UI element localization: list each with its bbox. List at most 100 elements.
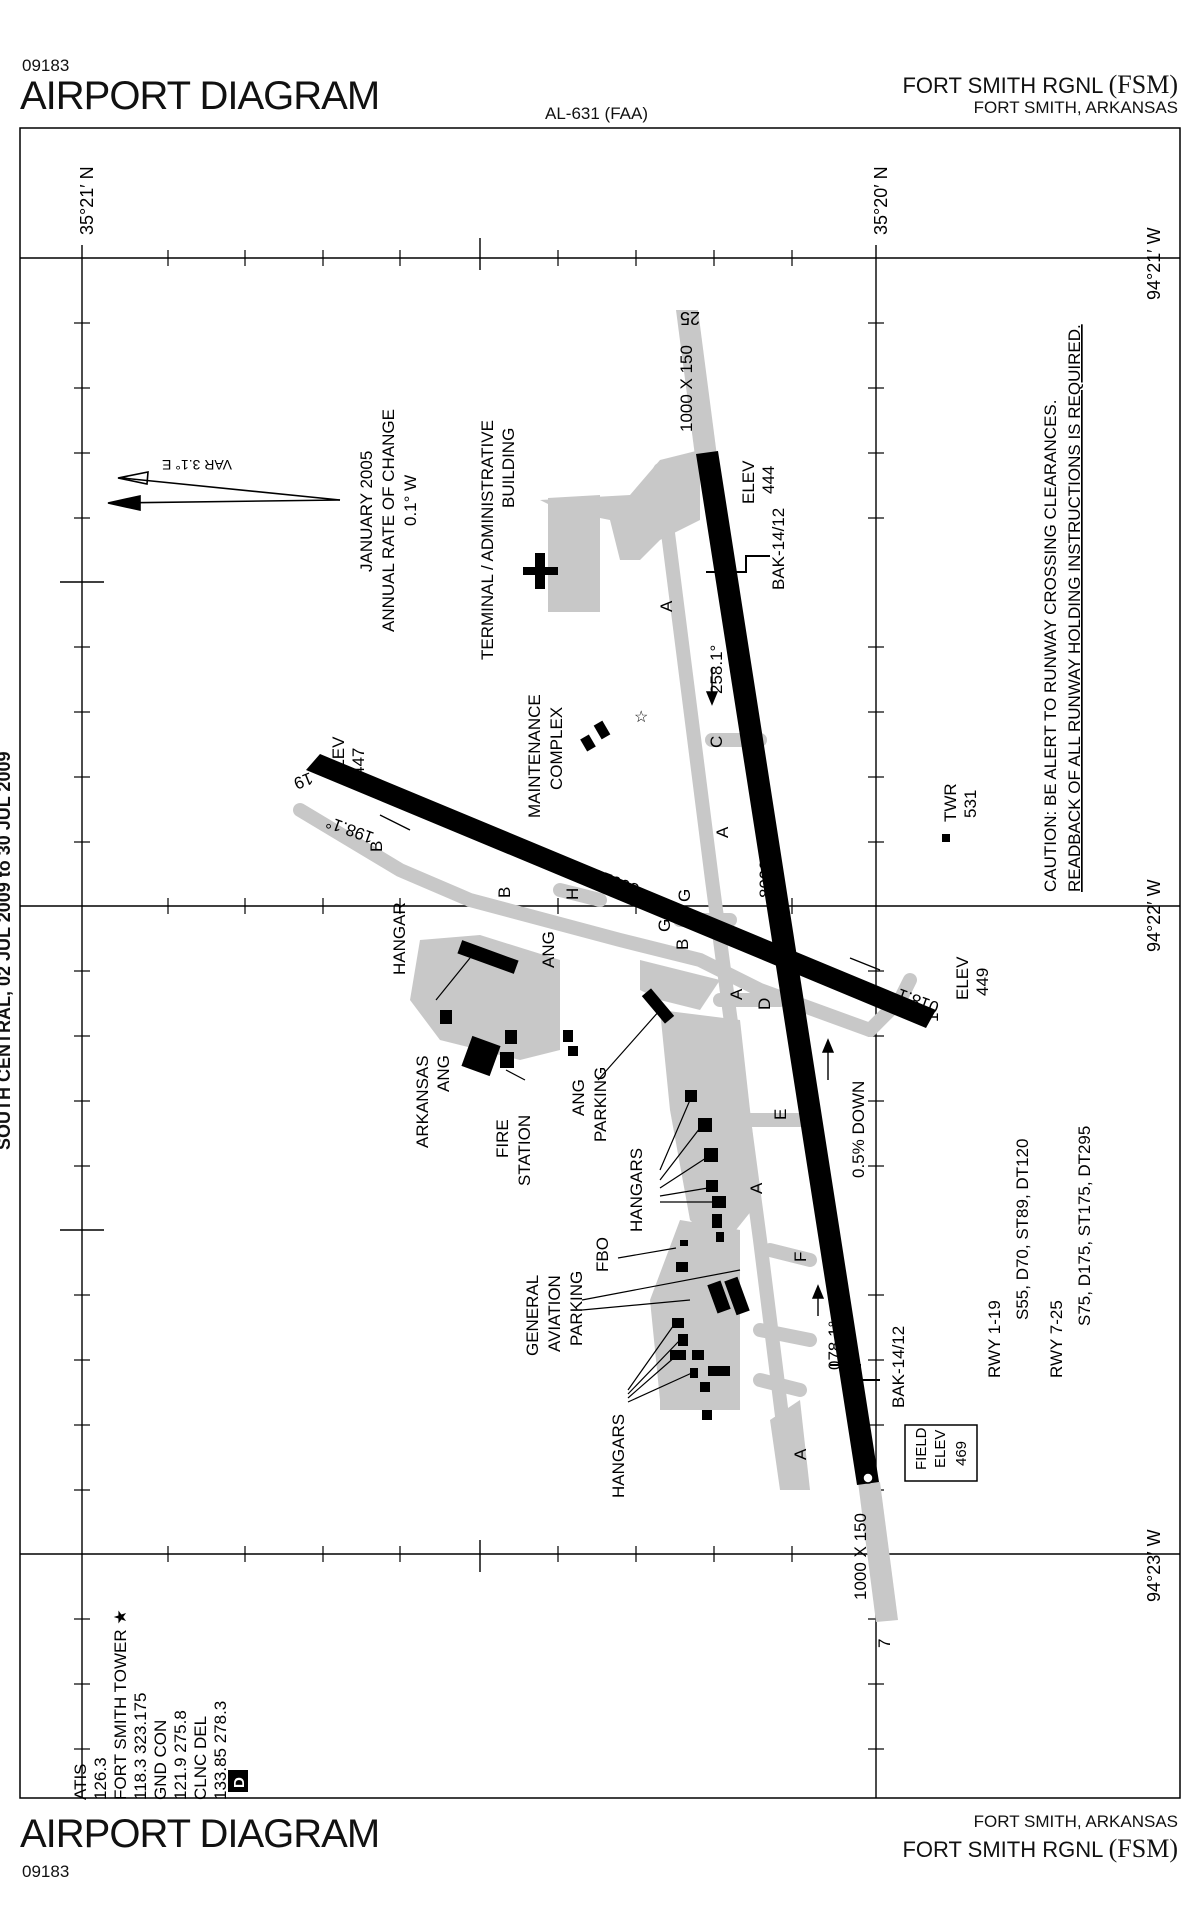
- leader-hangars-low-4: [627, 1371, 695, 1403]
- magnetic-north-line: [121, 477, 341, 501]
- arrow-078-head: [811, 1284, 825, 1299]
- runway-overruns: [676, 310, 898, 1622]
- true-north-head: [107, 495, 141, 511]
- taxiway-letter: A: [727, 988, 746, 1000]
- leader-hangars-4: [659, 1187, 709, 1197]
- map-labels: 35°21′ N 35°20′ N 94°21′ W 94°22′ W 94°2…: [71, 166, 1164, 1800]
- taxiway-letter: D: [755, 998, 774, 1010]
- arrow-slope-head: [821, 1038, 835, 1053]
- leader-hangars-2: [659, 1127, 701, 1181]
- building-2: [505, 1030, 517, 1044]
- ga-building-9: [700, 1382, 710, 1392]
- magnetic-north-head: [117, 471, 149, 485]
- fbo-building-2: [676, 1262, 688, 1272]
- bak-symbols: [706, 555, 880, 1381]
- elev-444: 444: [759, 466, 778, 494]
- taxiway-letter: A: [747, 1182, 766, 1194]
- footer-airport-id: (FSM): [1108, 1834, 1178, 1863]
- ga-building-6: [692, 1350, 704, 1360]
- ang-label: ANG: [539, 931, 558, 968]
- apron-ang: [410, 935, 560, 1060]
- ga-building-7: [690, 1368, 698, 1378]
- hdg-078-label: 078.1°: [825, 1321, 844, 1370]
- footer-title: AIRPORT DIAGRAM: [20, 1812, 380, 1856]
- hangar-6: [712, 1214, 722, 1228]
- field-elev-value: 469: [953, 1441, 970, 1466]
- header-airport-name: FORT SMITH RGNL: [902, 73, 1103, 98]
- fire-station-building: [500, 1052, 514, 1068]
- dims-7-25-label: 8000 x 150: [756, 814, 775, 898]
- taxiway-letter: E: [771, 1109, 790, 1120]
- slope-label: 0.5% DOWN: [849, 1081, 868, 1178]
- leader-fire: [505, 1069, 526, 1081]
- fbo-label: FBO: [593, 1237, 612, 1272]
- taxiway-letter: G: [675, 889, 694, 902]
- ga-building-10: [702, 1410, 712, 1420]
- twr-label: TWR: [941, 783, 960, 822]
- true-north-line: [111, 499, 341, 504]
- elev-447-label: ELEV: [329, 736, 348, 780]
- service-badge: [228, 1770, 248, 1792]
- field-elev-label-1: FIELD: [913, 1427, 930, 1470]
- hangar-5: [712, 1196, 726, 1208]
- clnc-freq: 133.85 278.3: [211, 1701, 230, 1800]
- leader-lines: [435, 957, 741, 1403]
- lat-right-label: 35°20′ N: [871, 166, 891, 235]
- leader-hangars-1: [659, 1099, 691, 1171]
- bak-bottom-symbol: [830, 1364, 880, 1381]
- hangars-low-label: HANGARS: [609, 1414, 628, 1498]
- elev-449-label: ELEV: [953, 956, 972, 1000]
- arrow-258-head: [705, 691, 719, 706]
- taxiway-letter: G: [655, 919, 674, 932]
- overrun-25-label: 1000 X 150: [677, 345, 696, 432]
- maint-label-2: COMPLEX: [547, 707, 566, 790]
- taxiway-letter: B: [495, 887, 514, 898]
- hangar-ang: [457, 940, 519, 974]
- maint-label-1: MAINTENANCE: [525, 694, 544, 818]
- elev-449: 449: [973, 968, 992, 996]
- ga-label-2: AVIATION: [545, 1275, 564, 1352]
- str-1-19: S55, D70, ST89, DT120: [1013, 1139, 1032, 1320]
- lon-top-label: 94°21′ W: [1144, 227, 1164, 300]
- gnd-freq: 121.9 275.8: [171, 1710, 190, 1800]
- building-3: [563, 1030, 573, 1042]
- str-7-25-label: RWY 7-25: [1047, 1300, 1066, 1378]
- ga-building-1: [707, 1280, 731, 1314]
- bak-bottom-label: BAK-14/12: [889, 1326, 908, 1408]
- taxiway-letter: B: [673, 939, 692, 950]
- hdg-258-label: 258.1°: [707, 645, 726, 694]
- leader-hangars-3: [659, 1157, 707, 1189]
- leader-ga-2: [581, 1299, 691, 1311]
- service-badge-text: D: [231, 1777, 248, 1788]
- ga-label-3: PARKING: [567, 1271, 586, 1346]
- atis-freq: 126.3: [91, 1757, 110, 1800]
- heading-arrows: [379, 668, 881, 1316]
- terminal-label-2: BUILDING: [499, 428, 518, 508]
- ga-building-3: [672, 1318, 684, 1328]
- taxiway-letter: B: [367, 841, 386, 852]
- ga-building-2: [724, 1276, 750, 1316]
- footer-airport-name: FORT SMITH RGNL: [902, 1837, 1103, 1862]
- maint-building-1: [580, 734, 596, 752]
- taxiway-aprons: [410, 450, 810, 1490]
- apron-terminal-3: [560, 520, 600, 580]
- taxiway-h: [553, 883, 607, 907]
- header-cycle: 09183: [22, 56, 70, 75]
- terminal-building-2: [523, 567, 558, 575]
- leader-ga-1: [581, 1269, 741, 1301]
- footer-airport: FORT SMITH RGNL (FSM): [902, 1834, 1178, 1864]
- arkansas-ang-building: [461, 1035, 501, 1077]
- taxiway-link-1: [753, 1323, 817, 1347]
- arkansas-label-1: ARKANSAS: [413, 1055, 432, 1148]
- hangar-label: HANGAR: [390, 902, 409, 975]
- hangar-1: [685, 1090, 697, 1102]
- header-airport: FORT SMITH RGNL (FSM): [902, 70, 1178, 100]
- building-4: [568, 1046, 578, 1056]
- taxiway-f: [763, 1243, 817, 1267]
- leader-fbo: [617, 1247, 677, 1259]
- magnetic-variation-arrows: [107, 471, 341, 511]
- bak-top-symbol: [706, 555, 770, 573]
- leader-hangar: [435, 957, 471, 1001]
